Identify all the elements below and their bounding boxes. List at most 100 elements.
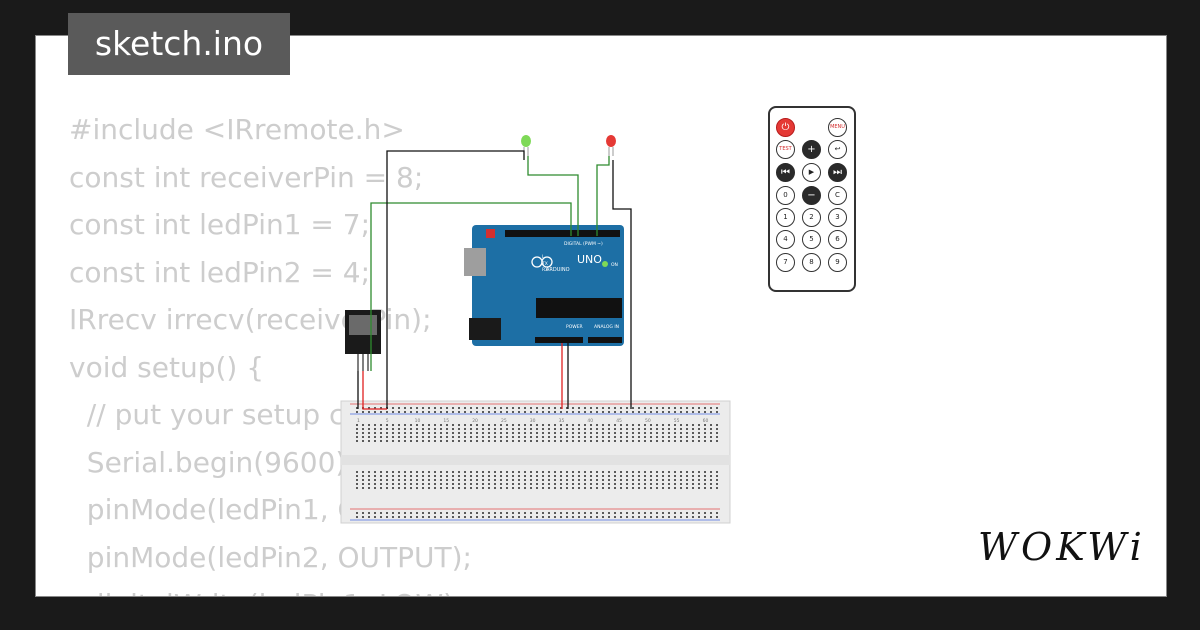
breadboard-hole [440,479,442,481]
remote-button[interactable]: MENU [828,118,847,137]
breadboard-hole [464,424,466,426]
breadboard-hole [524,483,526,485]
breadboard-hole [632,512,634,514]
breadboard-hole [716,471,718,473]
remote-button[interactable]: 8 [802,253,821,272]
file-tab-title[interactable]: sketch.ino [68,13,290,75]
remote-button[interactable]: 4 [776,230,795,249]
breadboard-hole [566,436,568,438]
breadboard-hole [686,440,688,442]
remote-button[interactable]: TEST [776,140,795,159]
breadboard-hole [446,436,448,438]
remote-button[interactable]: 2 [802,208,821,227]
remote-button[interactable]: 0 [776,186,795,205]
remote-button[interactable]: 9 [828,253,847,272]
breadboard-hole [638,436,640,438]
breadboard-hole [614,516,616,518]
breadboard-hole [608,487,610,489]
on-label: ON [611,262,618,268]
breadboard-hole [638,432,640,434]
breadboard-hole [692,487,694,489]
breadboard-hole [542,487,544,489]
breadboard-hole [464,512,466,514]
arduino-uno-board[interactable]: DIGITAL (PWM ~) UNO ARDUINO POWER ANALOG… [464,225,624,346]
breadboard-hole [704,407,706,409]
remote-button[interactable]: + [802,140,821,159]
breadboard-hole [554,432,556,434]
breadboard-hole [536,475,538,477]
breadboard-hole [608,475,610,477]
breadboard-hole [392,407,394,409]
breadboard-hole [452,483,454,485]
breadboard-hole [578,475,580,477]
breadboard-hole [584,440,586,442]
breadboard-hole [626,428,628,430]
breadboard-hole [530,483,532,485]
remote-button[interactable]: ▶ [802,163,821,182]
remote-button[interactable]: ⏮ [776,163,795,182]
breadboard-hole [668,475,670,477]
breadboard-hole [446,440,448,442]
breadboard-hole [404,424,406,426]
breadboard-hole [680,424,682,426]
remote-button[interactable]: 5 [802,230,821,249]
breadboard-hole [662,479,664,481]
remote-button[interactable]: − [802,186,821,205]
ir-receiver[interactable] [345,310,381,371]
breadboard-hole [578,487,580,489]
breadboard-hole [578,436,580,438]
breadboard-hole [362,475,364,477]
breadboard-hole [410,407,412,409]
breadboard-hole [434,436,436,438]
breadboard-hole [518,471,520,473]
breadboard-hole [428,432,430,434]
remote-button[interactable]: ↩ [828,140,847,159]
breadboard-hole [428,479,430,481]
breadboard-hole [356,512,358,514]
breadboard-hole [380,436,382,438]
breadboard-hole [608,407,610,409]
breadboard-hole [452,432,454,434]
breadboard-hole [440,475,442,477]
remote-button[interactable]: 6 [828,230,847,249]
remote-button[interactable]: 1 [776,208,795,227]
breadboard-hole [626,411,628,413]
remote-button[interactable]: ⏻ [776,118,795,137]
breadboard-hole [638,428,640,430]
breadboard-hole [428,428,430,430]
reset-button[interactable] [486,229,495,238]
breadboard-hole [566,516,568,518]
breadboard-hole [422,424,424,426]
breadboard-hole [548,440,550,442]
remote-button[interactable]: 7 [776,253,795,272]
breadboard-hole [578,407,580,409]
breadboard-hole [428,440,430,442]
arduino-label: ARDUINO [546,267,570,273]
breadboard-hole [644,436,646,438]
breadboard-column-label: 50 [645,418,651,424]
breadboard-hole [668,512,670,514]
breadboard-hole [674,436,676,438]
breadboard-hole [464,411,466,413]
remote-button[interactable]: ⏭ [828,163,847,182]
breadboard-hole [692,407,694,409]
breadboard-hole [398,479,400,481]
breadboard-hole [386,487,388,489]
breadboard-hole [632,436,634,438]
breadboard-hole [428,475,430,477]
breadboard-hole [596,432,598,434]
breadboard-hole [518,407,520,409]
breadboard-hole [716,516,718,518]
led-green[interactable] [521,135,531,160]
breadboard-hole [398,516,400,518]
breadboard-hole [578,428,580,430]
breadboard-hole [554,407,556,409]
breadboard-hole [374,479,376,481]
led-red[interactable] [606,135,616,160]
remote-button[interactable]: 3 [828,208,847,227]
remote-button[interactable]: C [828,186,847,205]
breadboard-hole [488,432,490,434]
breadboard-hole [410,440,412,442]
breadboard-hole [506,475,508,477]
